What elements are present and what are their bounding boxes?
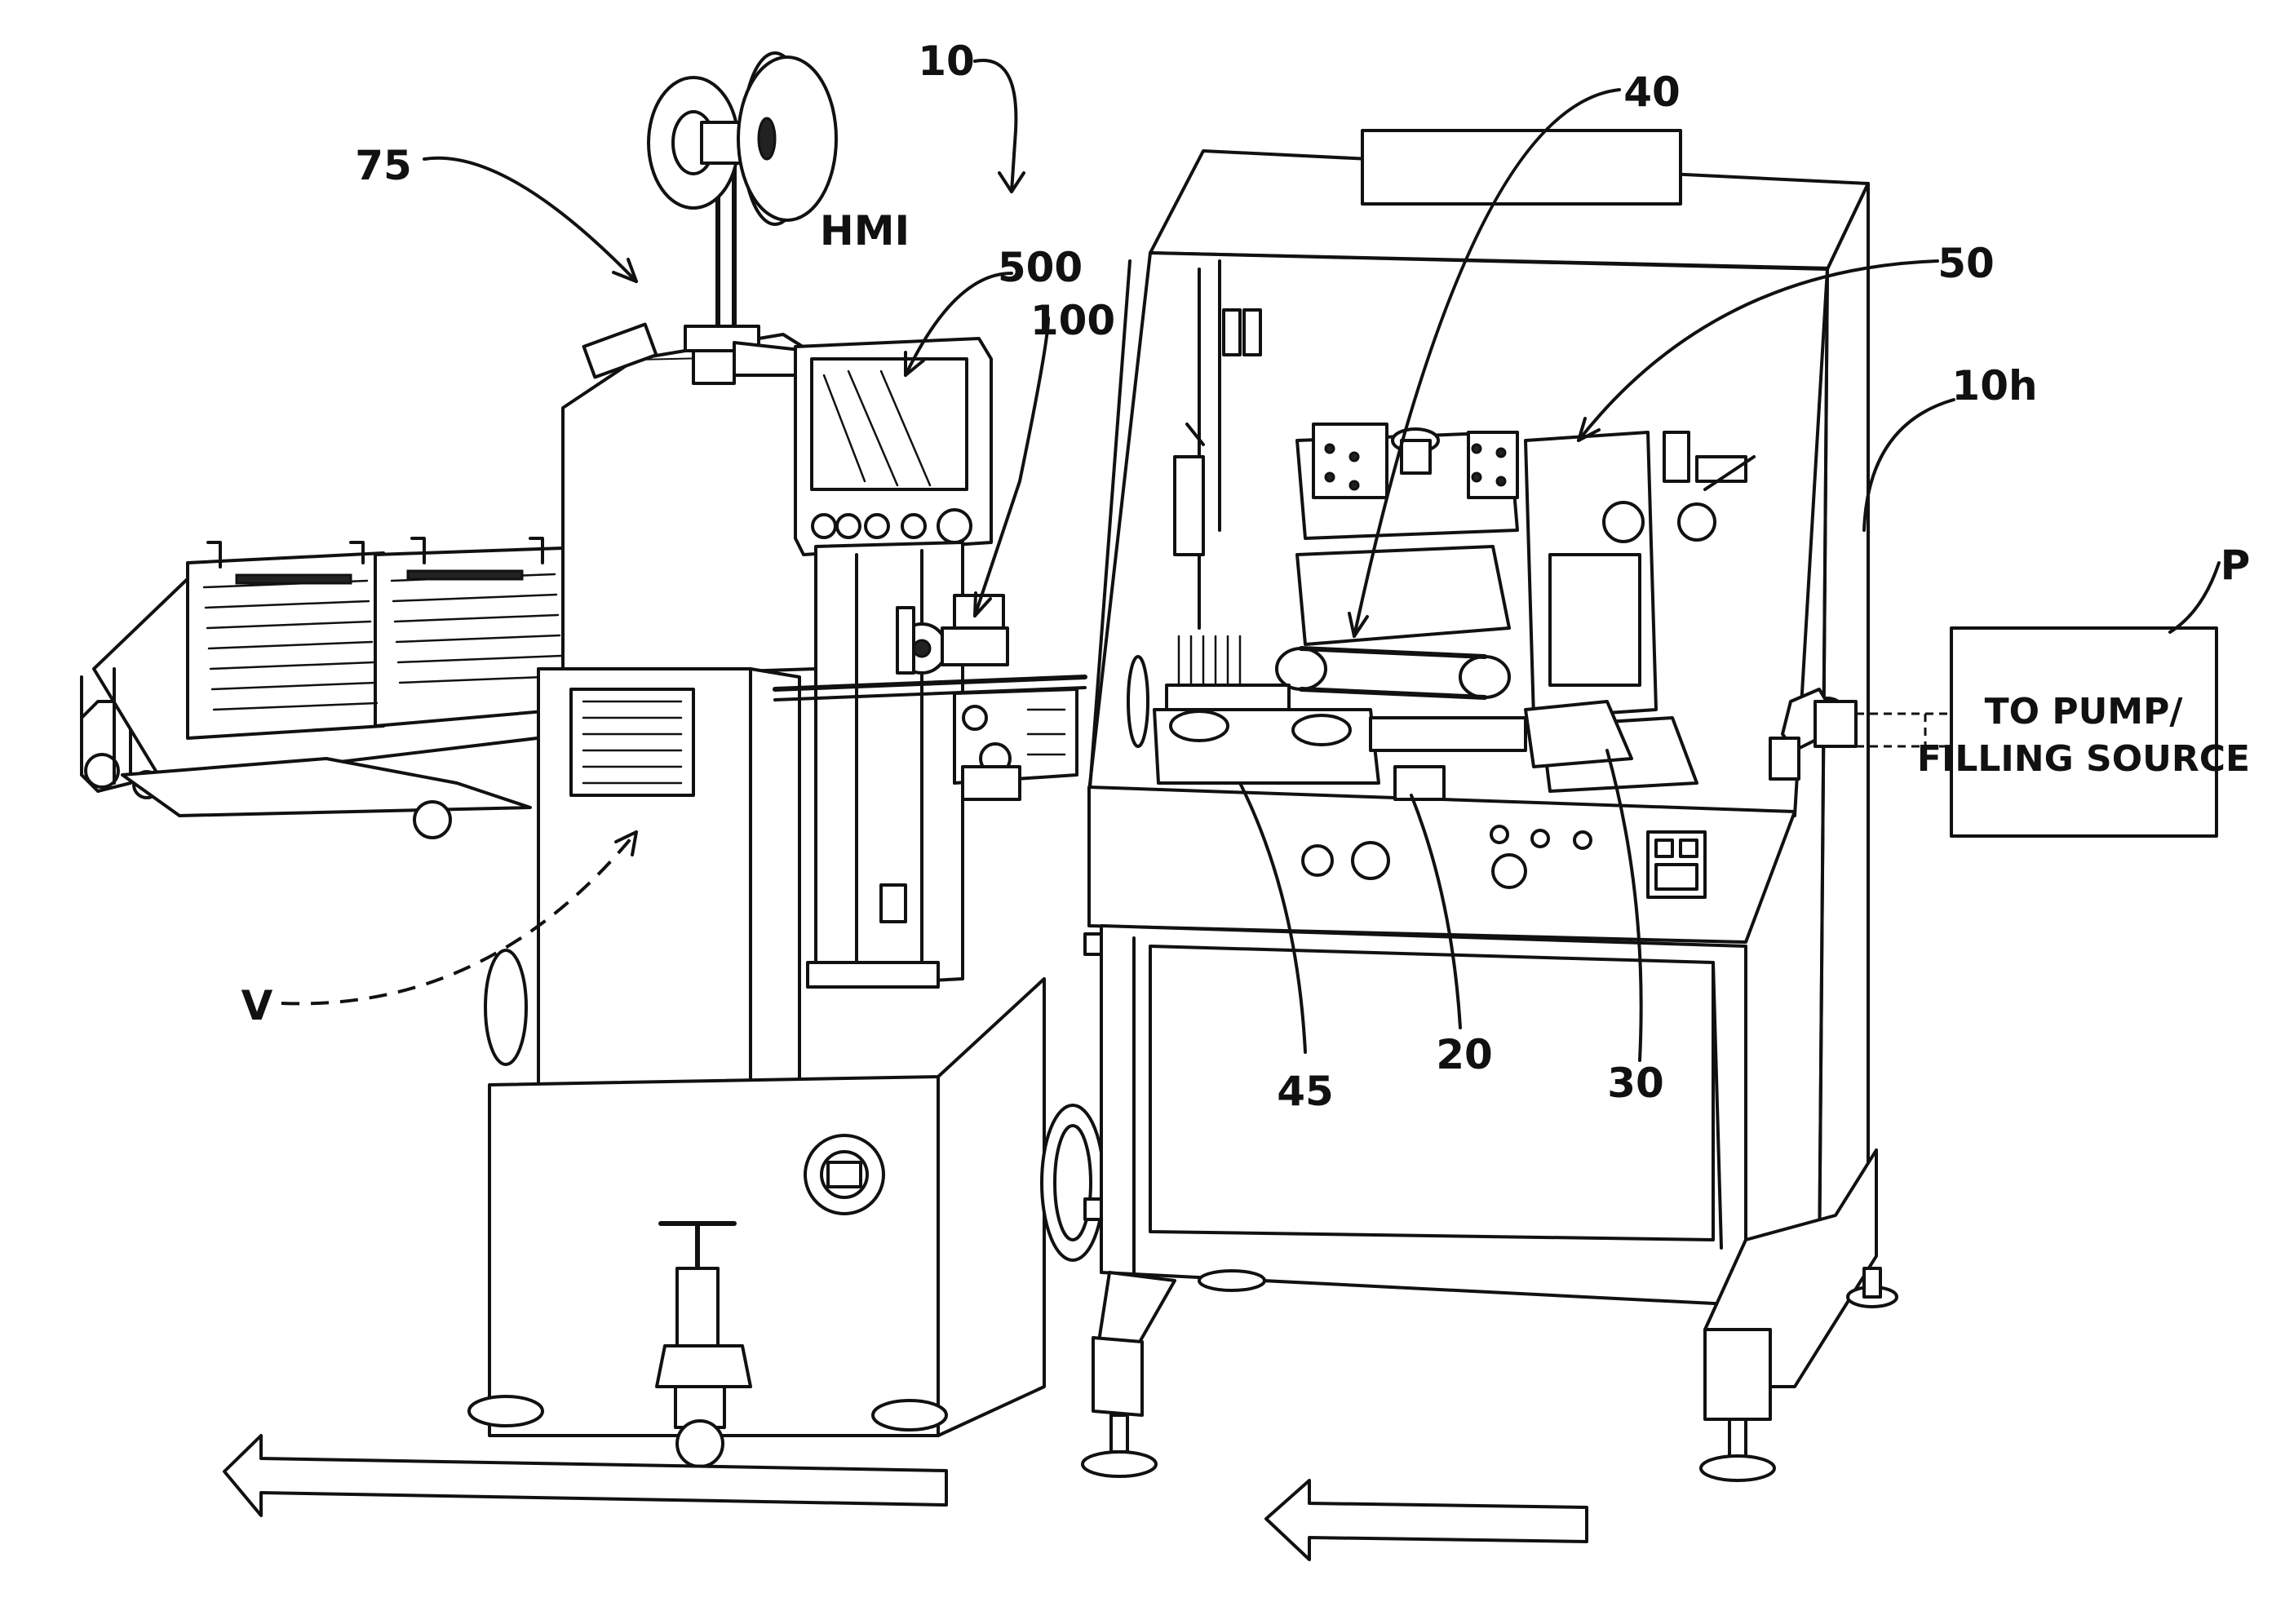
label-10: 10 <box>918 38 975 85</box>
label-50: 50 <box>1938 240 1995 287</box>
leader-10 <box>975 60 1016 192</box>
label-30: 30 <box>1607 1060 1664 1107</box>
leader-10h <box>1864 400 1954 530</box>
leader-75 <box>424 158 636 281</box>
label-45: 45 <box>1277 1068 1334 1115</box>
pump-filling-source-box: TO PUMP/ FILLING SOURCE <box>1856 628 2250 836</box>
pump-box-line1: TO PUMP/ <box>1985 691 2184 732</box>
label-500: 500 <box>998 244 1083 291</box>
flow-arrows <box>224 1436 1587 1560</box>
label-p: P <box>2221 542 2251 589</box>
label-100: 100 <box>1030 297 1115 344</box>
main-housing <box>1083 131 1897 1480</box>
label-75: 75 <box>355 142 412 189</box>
label-10h: 10h <box>1951 362 2037 409</box>
label-v: V <box>241 982 273 1029</box>
leader-P <box>2170 563 2219 632</box>
label-20: 20 <box>1436 1031 1493 1078</box>
film-spool-assembly <box>649 53 836 383</box>
label-40: 40 <box>1623 69 1681 116</box>
label-hmi: HMI <box>820 207 910 254</box>
slatted-infeed-conveyor <box>82 538 571 838</box>
pump-box-line2: FILLING SOURCE <box>1917 738 2250 780</box>
right-flow-arrow <box>1266 1480 1587 1560</box>
left-flow-arrow <box>224 1436 946 1516</box>
clipper-module-body <box>469 325 1104 1467</box>
